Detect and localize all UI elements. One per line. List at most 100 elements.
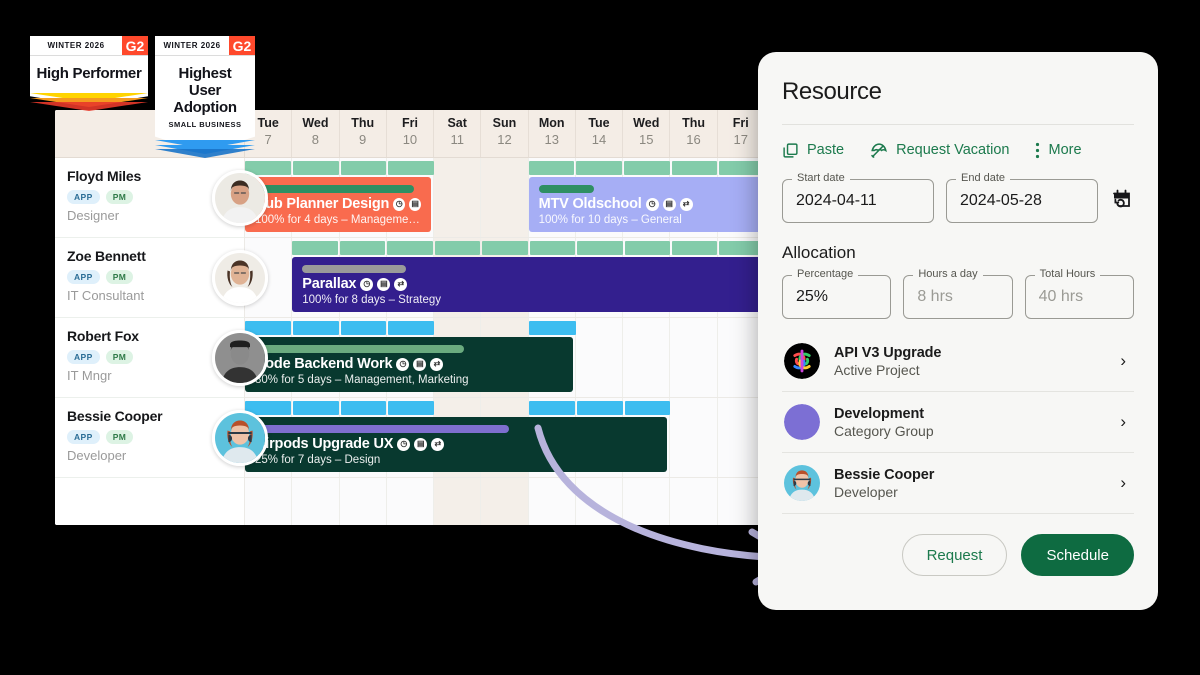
capacity-block — [292, 401, 339, 415]
g2-title: High Performer — [36, 65, 142, 82]
day-column-header-4[interactable]: Sat 11 — [434, 110, 482, 157]
capacity-block — [387, 241, 433, 255]
day-column-header-0[interactable]: Tue 7 — [245, 110, 293, 157]
capacity-block — [292, 321, 339, 335]
day-number: 14 — [591, 132, 607, 147]
tag-pm: PM — [105, 430, 134, 444]
day-column-header-5[interactable]: Sun 12 — [481, 110, 529, 157]
capacity-block — [292, 161, 339, 175]
resource-name: Bessie Cooper — [67, 408, 163, 424]
task-bar[interactable]: Parallax ◷▤⇄ 100% for 8 days – Strategy — [292, 257, 762, 312]
link-icon[interactable]: ⇄ — [679, 197, 693, 211]
hours-a-day-field[interactable]: Hours a day 8 hrs — [903, 268, 1013, 319]
resource-role: IT Consultant — [67, 288, 145, 303]
list-item[interactable]: Development Category Group › — [782, 392, 1134, 453]
day-name: Wed — [302, 116, 329, 130]
capacity-block — [482, 241, 528, 255]
start-date-field[interactable]: Start date 2024-04-11 — [782, 172, 934, 223]
list-item[interactable]: API V3 Upgrade Active Project › — [782, 331, 1134, 392]
timeline-grid[interactable]: Hub Planner Design ◷▤ 100% for 4 days – … — [245, 158, 765, 525]
task-bar[interactable]: Airpods Upgrade UX ◷▤⇄ 25% for 7 days – … — [245, 417, 668, 472]
clock-icon[interactable]: ◷ — [396, 357, 410, 371]
chevron-right-icon[interactable]: › — [1120, 351, 1126, 370]
clock-icon[interactable]: ◷ — [393, 197, 406, 211]
capacity-block — [388, 321, 435, 335]
file-icon[interactable]: ▤ — [409, 197, 422, 211]
grid-cell-7 — [576, 158, 624, 525]
end-date-field[interactable]: End date 2024-05-28 — [946, 172, 1098, 223]
tag-pm: PM — [105, 190, 134, 204]
capacity-strip — [528, 321, 576, 335]
percentage-field[interactable]: Percentage 25% — [782, 268, 892, 319]
capacity-block — [576, 401, 623, 415]
clock-icon[interactable]: ◷ — [360, 277, 374, 291]
link-icon[interactable]: ⇄ — [394, 277, 408, 291]
avatar — [212, 170, 268, 226]
day-column-header-7[interactable]: Tue 14 — [576, 110, 624, 157]
more-action[interactable]: More — [1035, 142, 1082, 159]
task-bar[interactable]: MTV Oldschool ◷▤⇄ 100% for 10 days – Gen… — [528, 177, 762, 232]
capacity-block — [245, 321, 291, 335]
day-number: 17 — [733, 132, 749, 147]
task-progress — [255, 345, 465, 353]
task-subtitle: 25% for 7 days – Design — [255, 454, 381, 466]
capacity-strip — [292, 241, 765, 255]
resource-role: IT Mngr — [67, 368, 112, 383]
timeline-row: Node Backend Work ◷▤⇄ 80% for 5 days – M… — [245, 318, 765, 398]
day-name: Fri — [401, 116, 418, 130]
g2-year: WINTER 2026 — [163, 41, 221, 50]
capacity-block — [528, 161, 575, 175]
end-date-label: End date — [956, 172, 1011, 184]
task-progress — [255, 185, 415, 193]
file-icon[interactable]: ▤ — [662, 197, 676, 211]
capacity-block — [339, 241, 386, 255]
list-item[interactable]: Bessie Cooper Developer › — [782, 453, 1134, 514]
file-icon[interactable]: ▤ — [377, 277, 391, 291]
file-icon[interactable]: ▤ — [413, 357, 427, 371]
task-bar[interactable]: Node Backend Work ◷▤⇄ 80% for 5 days – M… — [245, 337, 573, 392]
timeline-row: Parallax ◷▤⇄ 100% for 8 days – Strategy — [245, 238, 765, 318]
total-hours-field[interactable]: Total Hours 40 hrs — [1024, 268, 1134, 319]
g2-chevron — [155, 140, 255, 158]
capacity-block — [340, 161, 387, 175]
resource-panel: Resource Paste Request Vacation — [758, 52, 1158, 610]
capacity-block — [577, 241, 623, 255]
clock-icon[interactable]: ◷ — [397, 437, 411, 451]
schedule-button[interactable]: Schedule — [1021, 534, 1134, 576]
list-item-text: Bessie Cooper Developer — [834, 467, 1106, 500]
day-column-header-10[interactable]: Fri 17 — [718, 110, 765, 157]
day-column-header-6[interactable]: Mon 13 — [529, 110, 576, 157]
request-vacation-action[interactable]: Request Vacation — [870, 141, 1009, 159]
capacity-block — [719, 241, 765, 255]
clock-icon[interactable]: ◷ — [645, 197, 659, 211]
day-name: Fri — [732, 116, 749, 130]
request-button[interactable]: Request — [901, 534, 1008, 576]
capacity-block — [672, 241, 718, 255]
chevron-right-icon[interactable]: › — [1120, 473, 1126, 492]
day-column-header-8[interactable]: Wed 15 — [623, 110, 671, 157]
calendar-refresh-icon[interactable] — [1110, 187, 1134, 216]
day-column-header-2[interactable]: Thu 9 — [340, 110, 387, 157]
link-icon[interactable]: ⇄ — [430, 357, 444, 371]
file-icon[interactable]: ▤ — [414, 437, 428, 451]
g2-body: High Performer — [30, 56, 148, 92]
day-column-header-3[interactable]: Fri 10 — [387, 110, 435, 157]
chevron-right-icon[interactable]: › — [1120, 412, 1126, 431]
capacity-block — [624, 401, 671, 415]
scheduler-window: Tue 7 Wed 8 Thu 9 Fri 10 Sat 11 Sun 12 M… — [55, 110, 765, 525]
more-label: More — [1048, 142, 1082, 158]
day-column-header-1[interactable]: Wed 8 — [292, 110, 340, 157]
task-bar[interactable]: Hub Planner Design ◷▤ 100% for 4 days – … — [245, 177, 432, 232]
capacity-strip — [245, 161, 435, 175]
paste-action[interactable]: Paste — [782, 142, 844, 159]
hours-a-day-label: Hours a day — [913, 268, 983, 280]
day-number: 12 — [497, 132, 512, 147]
day-column-header-9[interactable]: Thu 16 — [670, 110, 718, 157]
link-icon[interactable]: ⇄ — [431, 437, 445, 451]
list-item-text: API V3 Upgrade Active Project — [834, 345, 1106, 378]
